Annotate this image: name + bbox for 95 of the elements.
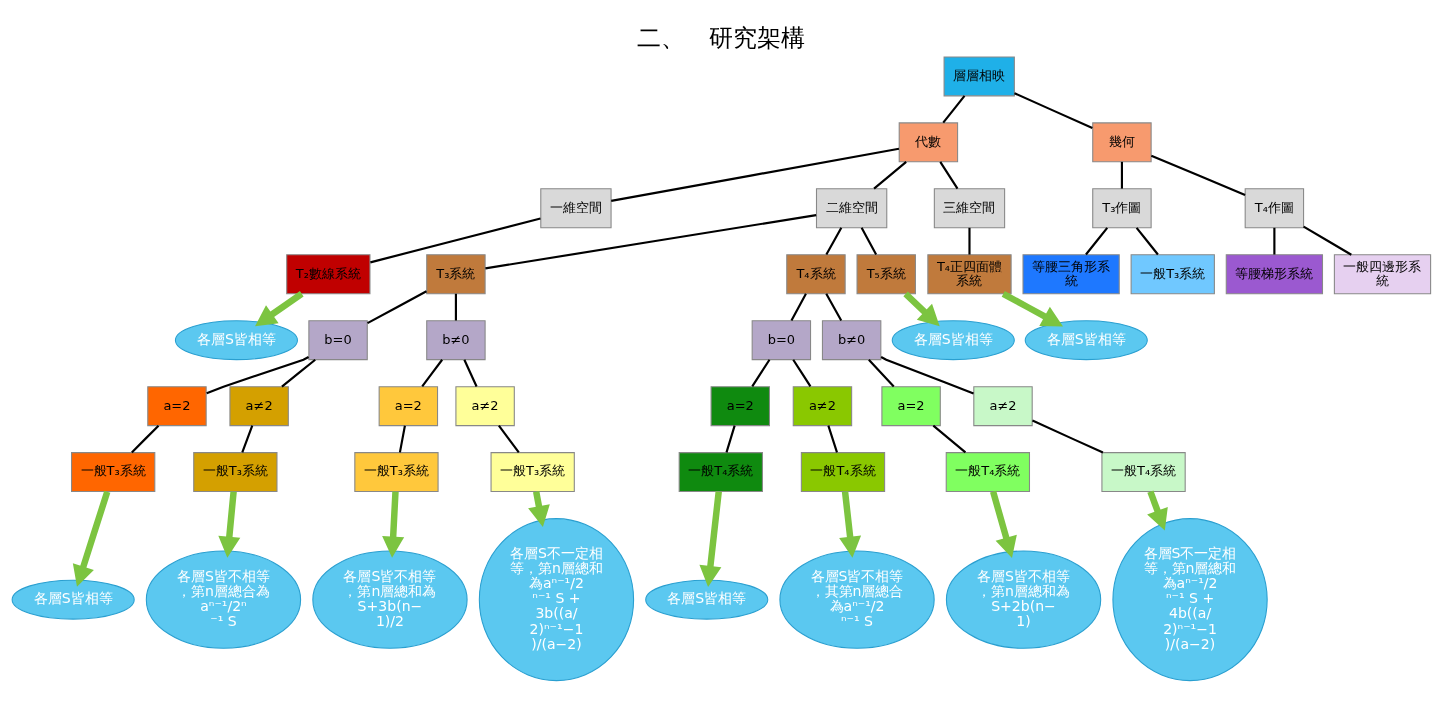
node-box: 一般T₃系統 (193, 451, 278, 492)
connector (1135, 226, 1159, 255)
connector (939, 160, 959, 189)
connector (825, 292, 843, 321)
node-box: 代數 (898, 121, 959, 162)
arrow (903, 290, 940, 326)
node-ellipse: 各層S皆不相等，第n層總和為S+2b(n−1) (945, 549, 1102, 649)
node-box: 一般T₄系統 (1101, 451, 1186, 492)
connector (942, 94, 966, 123)
arrow (382, 491, 405, 558)
node-box: b=0 (308, 319, 368, 360)
node-ellipse: 各層S皆不相等，第n層總合為aⁿ⁻¹/2ⁿ⁻¹ S (145, 549, 302, 649)
connector (367, 289, 427, 324)
connector (873, 160, 907, 189)
arrow (699, 490, 722, 587)
arrow (1147, 490, 1168, 530)
connector (1032, 419, 1104, 454)
connector (454, 293, 457, 320)
node-box: 層層相映 (943, 55, 1015, 96)
node-box: a≠2 (455, 385, 515, 426)
node-box: a=2 (147, 385, 207, 426)
connector (827, 424, 838, 453)
node-box: 一般T₄系統 (678, 451, 763, 492)
node-box: a=2 (710, 385, 770, 426)
node-box: b=0 (751, 319, 812, 360)
node-ellipse: 各層S皆相等 (645, 579, 769, 620)
connector (860, 226, 878, 255)
connector (498, 424, 520, 453)
node-ellipse: 各層S皆不相等，其第n層總合為aⁿ⁻¹/2ⁿ⁻¹ S (779, 549, 935, 649)
node-box: T₃系統 (426, 253, 486, 294)
connector (968, 227, 971, 255)
node-box: T₄正四面體系統 (927, 253, 1012, 294)
arrow (255, 290, 304, 326)
node-box: b≠0 (821, 319, 882, 360)
node-circle: 各層S不一定相等，第n層總和為aⁿ⁻¹/2ⁿ⁻¹ S + 3b((a/2)ⁿ⁻¹−1)/(a−2) (478, 517, 635, 681)
connector (1150, 154, 1246, 196)
connector (868, 358, 895, 387)
node-box: a≠2 (973, 385, 1033, 426)
connector (398, 425, 406, 453)
connector (725, 424, 736, 453)
connector (131, 424, 160, 453)
node-box: a≠2 (792, 385, 853, 426)
node-ellipse: 各層S皆相等 (891, 319, 1015, 360)
connector (1014, 91, 1093, 129)
connector (241, 424, 254, 453)
arrow (218, 490, 241, 558)
node-box: T₄作圖 (1244, 187, 1305, 228)
node-box: 等腰三角形系統 (1022, 253, 1120, 294)
node-box: 三維空間 (933, 187, 1006, 228)
arrow (839, 490, 862, 558)
node-ellipse: 各層S皆不相等，第n層總和為S+3b(n−1)/2 (312, 549, 468, 649)
node-box: 一般T₃系統 (354, 451, 439, 492)
connector (790, 292, 807, 321)
node-box: 一般T₃系統 (1130, 253, 1215, 294)
connector (792, 358, 812, 387)
node-box: 幾何 (1092, 121, 1152, 162)
connector (932, 424, 967, 453)
connector (825, 226, 843, 255)
node-box: 一般T₃系統 (71, 451, 156, 492)
connector (751, 358, 771, 387)
connector (1303, 225, 1352, 256)
arrow (72, 490, 111, 587)
node-ellipse: 各層S皆相等 (174, 319, 298, 360)
node-box: 一般T₄系統 (800, 451, 886, 492)
node-box: 一般T₃系統 (490, 451, 575, 492)
node-box: a≠2 (229, 385, 289, 426)
node-box: a=2 (378, 385, 439, 426)
connector (463, 358, 478, 387)
connector (611, 147, 900, 202)
arrow (1001, 290, 1064, 326)
node-box: a=2 (881, 385, 941, 426)
connector (281, 358, 316, 387)
diagram-title: 二、 研究架構 (637, 23, 806, 52)
connector (370, 216, 541, 263)
node-box: 一維空間 (540, 187, 612, 228)
node-box: 一般四邊形系統 (1333, 253, 1432, 294)
node-box: 一般T₄系統 (945, 451, 1031, 492)
connector (1273, 227, 1276, 255)
arrow (990, 490, 1017, 558)
node-box: 二維空間 (815, 187, 888, 228)
node-box: T₅系統 (856, 253, 916, 294)
node-box: T₂數線系統 (286, 253, 371, 294)
connector (880, 355, 974, 395)
connector (1120, 161, 1123, 189)
node-box: b≠0 (426, 319, 486, 360)
node-box: T₄系統 (786, 253, 846, 294)
node-ellipse: 各層S皆相等 (1024, 319, 1148, 360)
node-ellipse: 各層S皆相等 (11, 579, 135, 620)
connector (421, 358, 443, 387)
connector (1085, 226, 1109, 255)
node-circle: 各層S不一定相等，第n層總和為aⁿ⁻¹/2ⁿ⁻¹ S + 4b((a/2)ⁿ⁻¹−1)/(a−2) (1112, 517, 1268, 681)
connector (206, 355, 310, 394)
node-box: T₃作圖 (1092, 187, 1152, 228)
node-box: 等腰梯形系統 (1225, 253, 1324, 294)
connector (485, 213, 817, 269)
